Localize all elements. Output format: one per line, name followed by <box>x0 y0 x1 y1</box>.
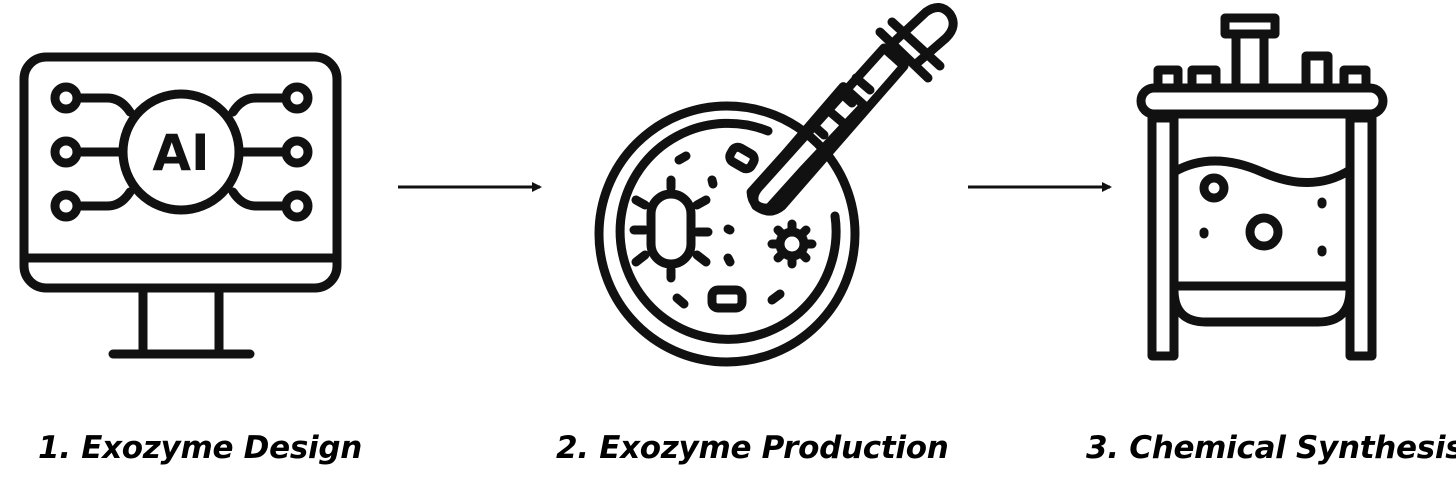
ai-monitor-text: AI <box>152 124 209 182</box>
step-1-label: 1. Exozyme Design <box>38 430 362 466</box>
reactor-vessel-icon <box>1136 13 1388 361</box>
petri-dish-icon <box>594 3 958 367</box>
step-3-label: 3. Chemical Synthesis <box>1086 430 1456 466</box>
ai-monitor-icon <box>19 52 342 359</box>
step-2-label: 2. Exozyme Production <box>556 430 949 466</box>
